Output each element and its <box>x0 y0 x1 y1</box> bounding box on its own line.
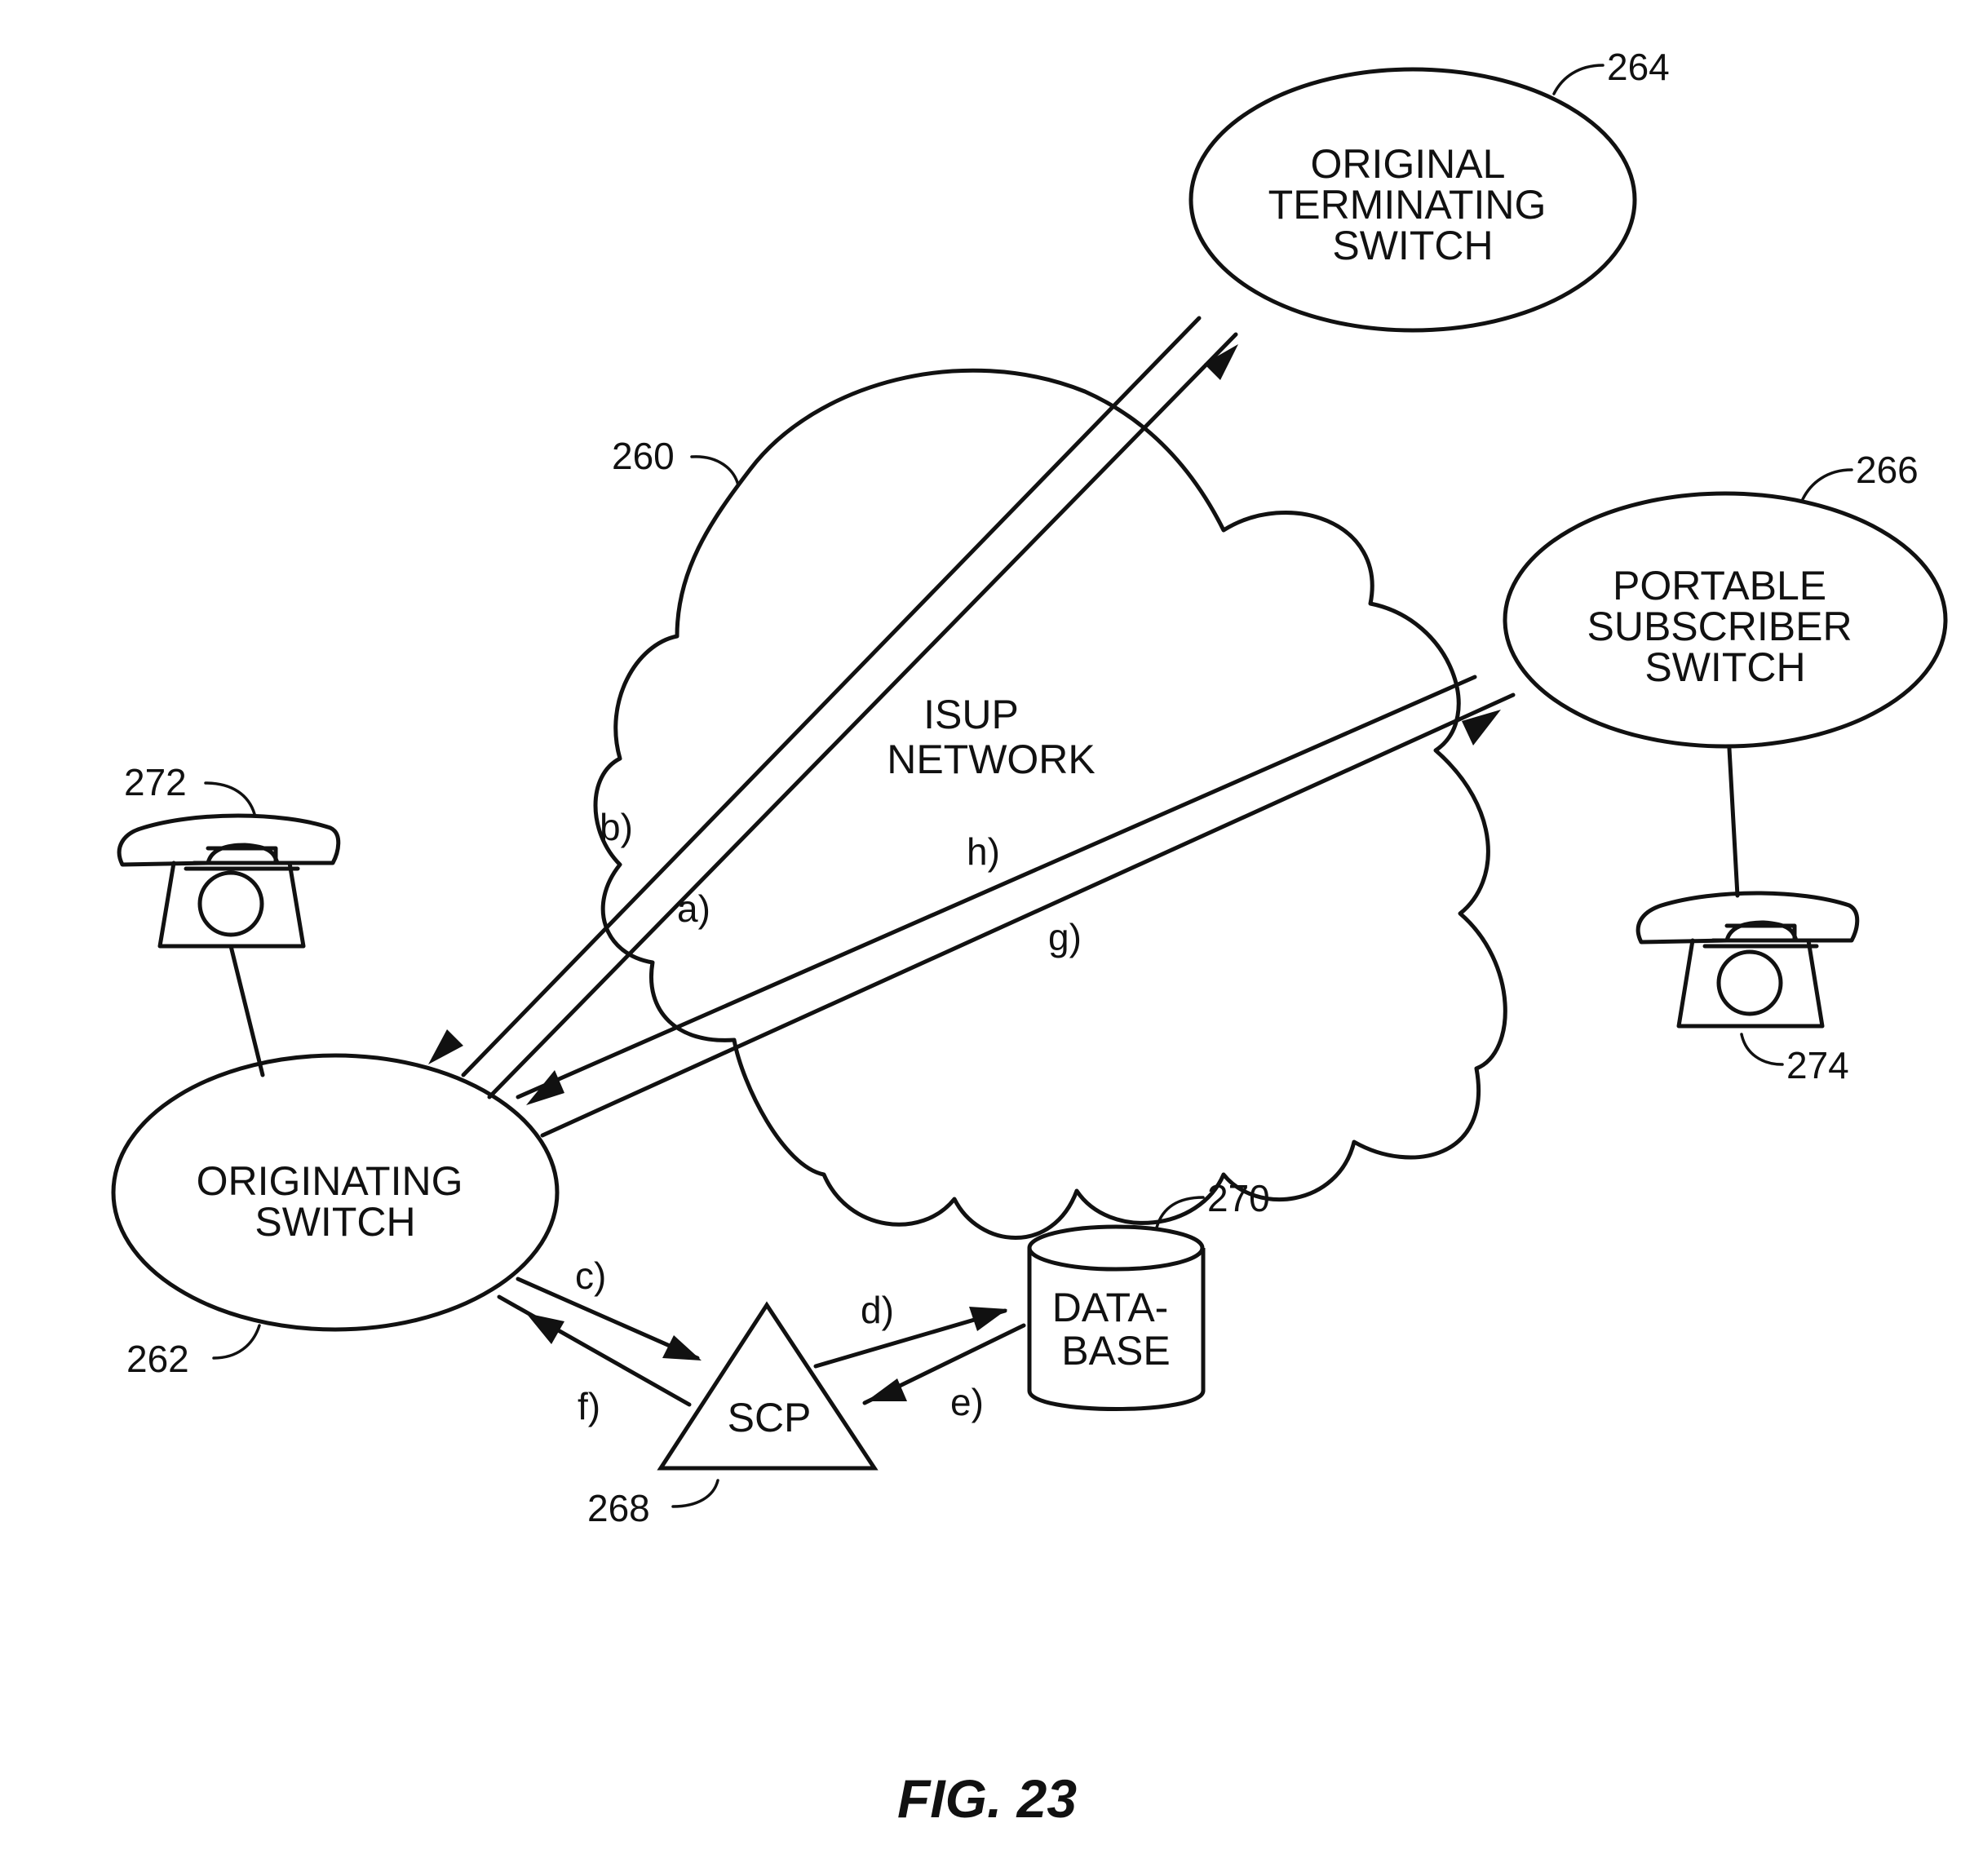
database-label-line1: DATA- <box>1052 1285 1169 1330</box>
ref-272: 272 <box>124 761 187 803</box>
path-a-line <box>489 334 1236 1097</box>
scp-label: SCP <box>728 1395 812 1440</box>
step-d-label: d) <box>861 1289 894 1331</box>
step-f-label: f) <box>578 1385 600 1427</box>
leader-264 <box>1554 65 1603 94</box>
leader-260 <box>692 457 738 485</box>
leader-274 <box>1742 1034 1782 1064</box>
ref-266: 266 <box>1856 449 1919 491</box>
originating-label-line2: SWITCH <box>255 1199 415 1245</box>
network-label-line1: ISUP <box>923 692 1018 737</box>
ref-260: 260 <box>612 435 675 477</box>
telephone-icon-274 <box>1638 893 1857 1026</box>
figure-label: FIG. 23 <box>897 1768 1077 1829</box>
terminating-label-line3: SWITCH <box>1332 223 1493 268</box>
ref-274: 274 <box>1786 1044 1849 1086</box>
leader-270 <box>1157 1197 1203 1228</box>
path-e-arrowhead <box>866 1378 907 1401</box>
step-e-label: e) <box>950 1381 984 1423</box>
database-label: DATA- BASE <box>1052 1285 1180 1374</box>
originating-label-line1: ORIGINATING <box>197 1158 463 1204</box>
telephone-icon-272 <box>119 816 339 946</box>
leader-266 <box>1803 470 1852 499</box>
ref-264: 264 <box>1607 46 1670 88</box>
ref-268: 268 <box>587 1487 650 1529</box>
path-f-arrowhead <box>526 1313 564 1344</box>
step-c-label: c) <box>575 1254 606 1297</box>
portable-label-line3: SWITCH <box>1644 644 1805 690</box>
link-portable-phone274 <box>1729 749 1737 896</box>
path-b-arrowhead <box>428 1029 463 1064</box>
leader-268 <box>673 1480 718 1507</box>
database-label-line2: BASE <box>1061 1328 1170 1374</box>
step-b-label: b) <box>600 806 633 848</box>
portable-label-line1: PORTABLE <box>1613 563 1826 608</box>
network-label-line2: NETWORK <box>887 737 1096 782</box>
isup-network-cloud <box>595 370 1505 1237</box>
link-phone272-originating <box>231 946 263 1075</box>
terminating-label-line2: TERMINATING <box>1268 182 1547 228</box>
ref-270: 270 <box>1207 1177 1270 1219</box>
terminating-label-line1: ORIGINAL <box>1311 141 1505 187</box>
path-g-arrowhead <box>526 1070 564 1105</box>
path-d-arrowhead <box>969 1307 1007 1331</box>
path-c-arrowhead <box>662 1335 702 1361</box>
network-label: ISUP NETWORK <box>887 692 1096 782</box>
portable-label-line2: SUBSCRIBER <box>1587 604 1852 649</box>
ref-262: 262 <box>126 1338 189 1380</box>
step-g-label: g) <box>1048 916 1082 958</box>
scp-node <box>661 1305 874 1468</box>
step-h-label: h) <box>967 830 1000 873</box>
leader-272 <box>206 783 255 814</box>
leader-262 <box>214 1325 259 1358</box>
step-a-label: a) <box>677 887 710 930</box>
